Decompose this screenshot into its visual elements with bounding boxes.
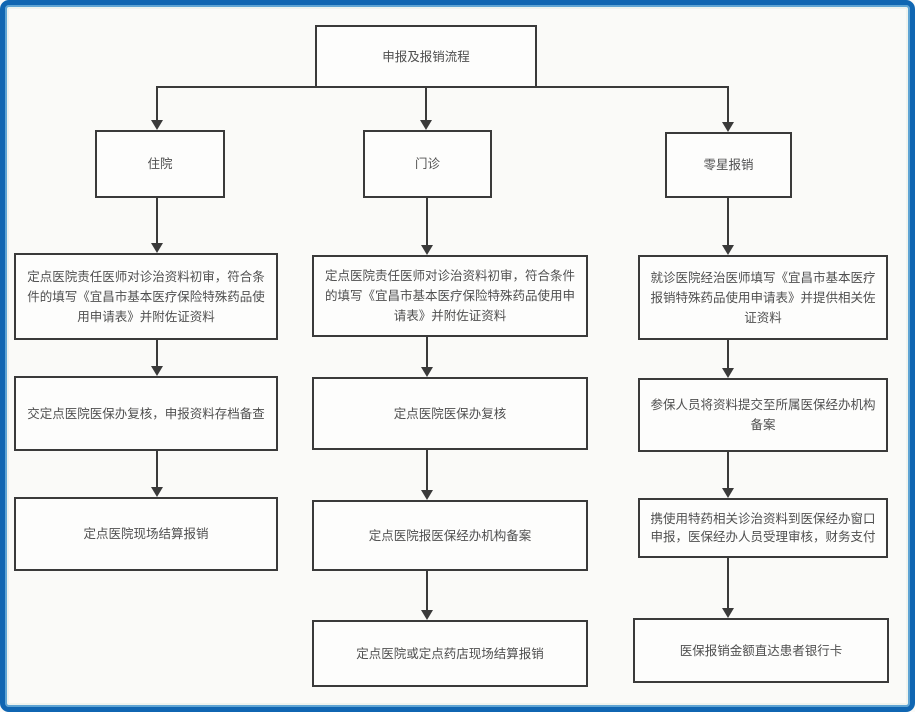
connector-arrowhead xyxy=(421,367,433,377)
connector-arrowhead xyxy=(420,120,432,130)
connector-line xyxy=(425,88,427,121)
connector-line xyxy=(727,340,729,369)
flow-step-box: 定点医院现场结算报销 xyxy=(14,497,278,571)
connector-arrowhead xyxy=(421,610,433,620)
flow-box-root: 申报及报销流程 xyxy=(315,25,537,88)
connector-line xyxy=(426,198,428,246)
connector-line xyxy=(426,337,428,368)
connector-line xyxy=(156,86,158,121)
connector-arrowhead xyxy=(151,487,163,497)
connector-line xyxy=(156,86,316,88)
connector-arrowhead xyxy=(151,120,163,130)
flow-step-box: 就诊医院经治医师填写《宜昌市基本医疗报销特殊药品使用申请表》并提供相关佐证资料 xyxy=(638,255,888,340)
flow-step-box: 定点医院责任医师对诊治资料初审，符合条件的填写《宜昌市基本医疗保险特殊药品使用申… xyxy=(14,253,278,340)
connector-line xyxy=(426,571,428,611)
connector-line xyxy=(156,198,158,244)
connector-line xyxy=(156,340,158,367)
flow-step-box: 携使用特药相关诊治资料到医保经办窗口申报，医保经办人员受理审核，财务支付 xyxy=(638,498,888,558)
flow-box-outpatient: 门诊 xyxy=(363,130,492,198)
connector-arrowhead xyxy=(421,245,433,255)
flow-step-box: 定点医院医保办复核 xyxy=(312,377,588,450)
connector-arrowhead xyxy=(722,245,734,255)
connector-line xyxy=(536,86,729,88)
flow-box-sporadic-reimbursement: 零星报销 xyxy=(665,132,792,198)
connector-line xyxy=(727,86,729,123)
connector-line xyxy=(156,451,158,488)
flow-step-box: 医保报销金额直达患者银行卡 xyxy=(633,618,889,683)
flow-box-hospitalization: 住院 xyxy=(95,130,225,198)
connector-arrowhead xyxy=(722,608,734,618)
connector-arrowhead xyxy=(421,490,433,500)
connector-arrowhead xyxy=(151,243,163,253)
connector-arrowhead xyxy=(722,488,734,498)
connector-line xyxy=(727,452,729,489)
connector-line xyxy=(426,450,428,491)
flow-step-box: 定点医院责任医师对诊治资料初审，符合条件的填写《宜昌市基本医疗保险特殊药品使用申… xyxy=(312,255,588,337)
flow-step-box: 参保人员将资料提交至所属医保经办机构备案 xyxy=(638,378,888,452)
connector-arrowhead xyxy=(722,368,734,378)
flow-step-box: 定点医院或定点药店现场结算报销 xyxy=(312,620,588,687)
connector-arrowhead xyxy=(151,366,163,376)
connector-line xyxy=(727,558,729,609)
connector-arrowhead xyxy=(722,122,734,132)
connector-line xyxy=(727,198,729,246)
flow-step-box: 交定点医院医保办复核，申报资料存档备查 xyxy=(14,376,278,451)
flow-step-box: 定点医院报医保经办机构备案 xyxy=(312,500,588,571)
